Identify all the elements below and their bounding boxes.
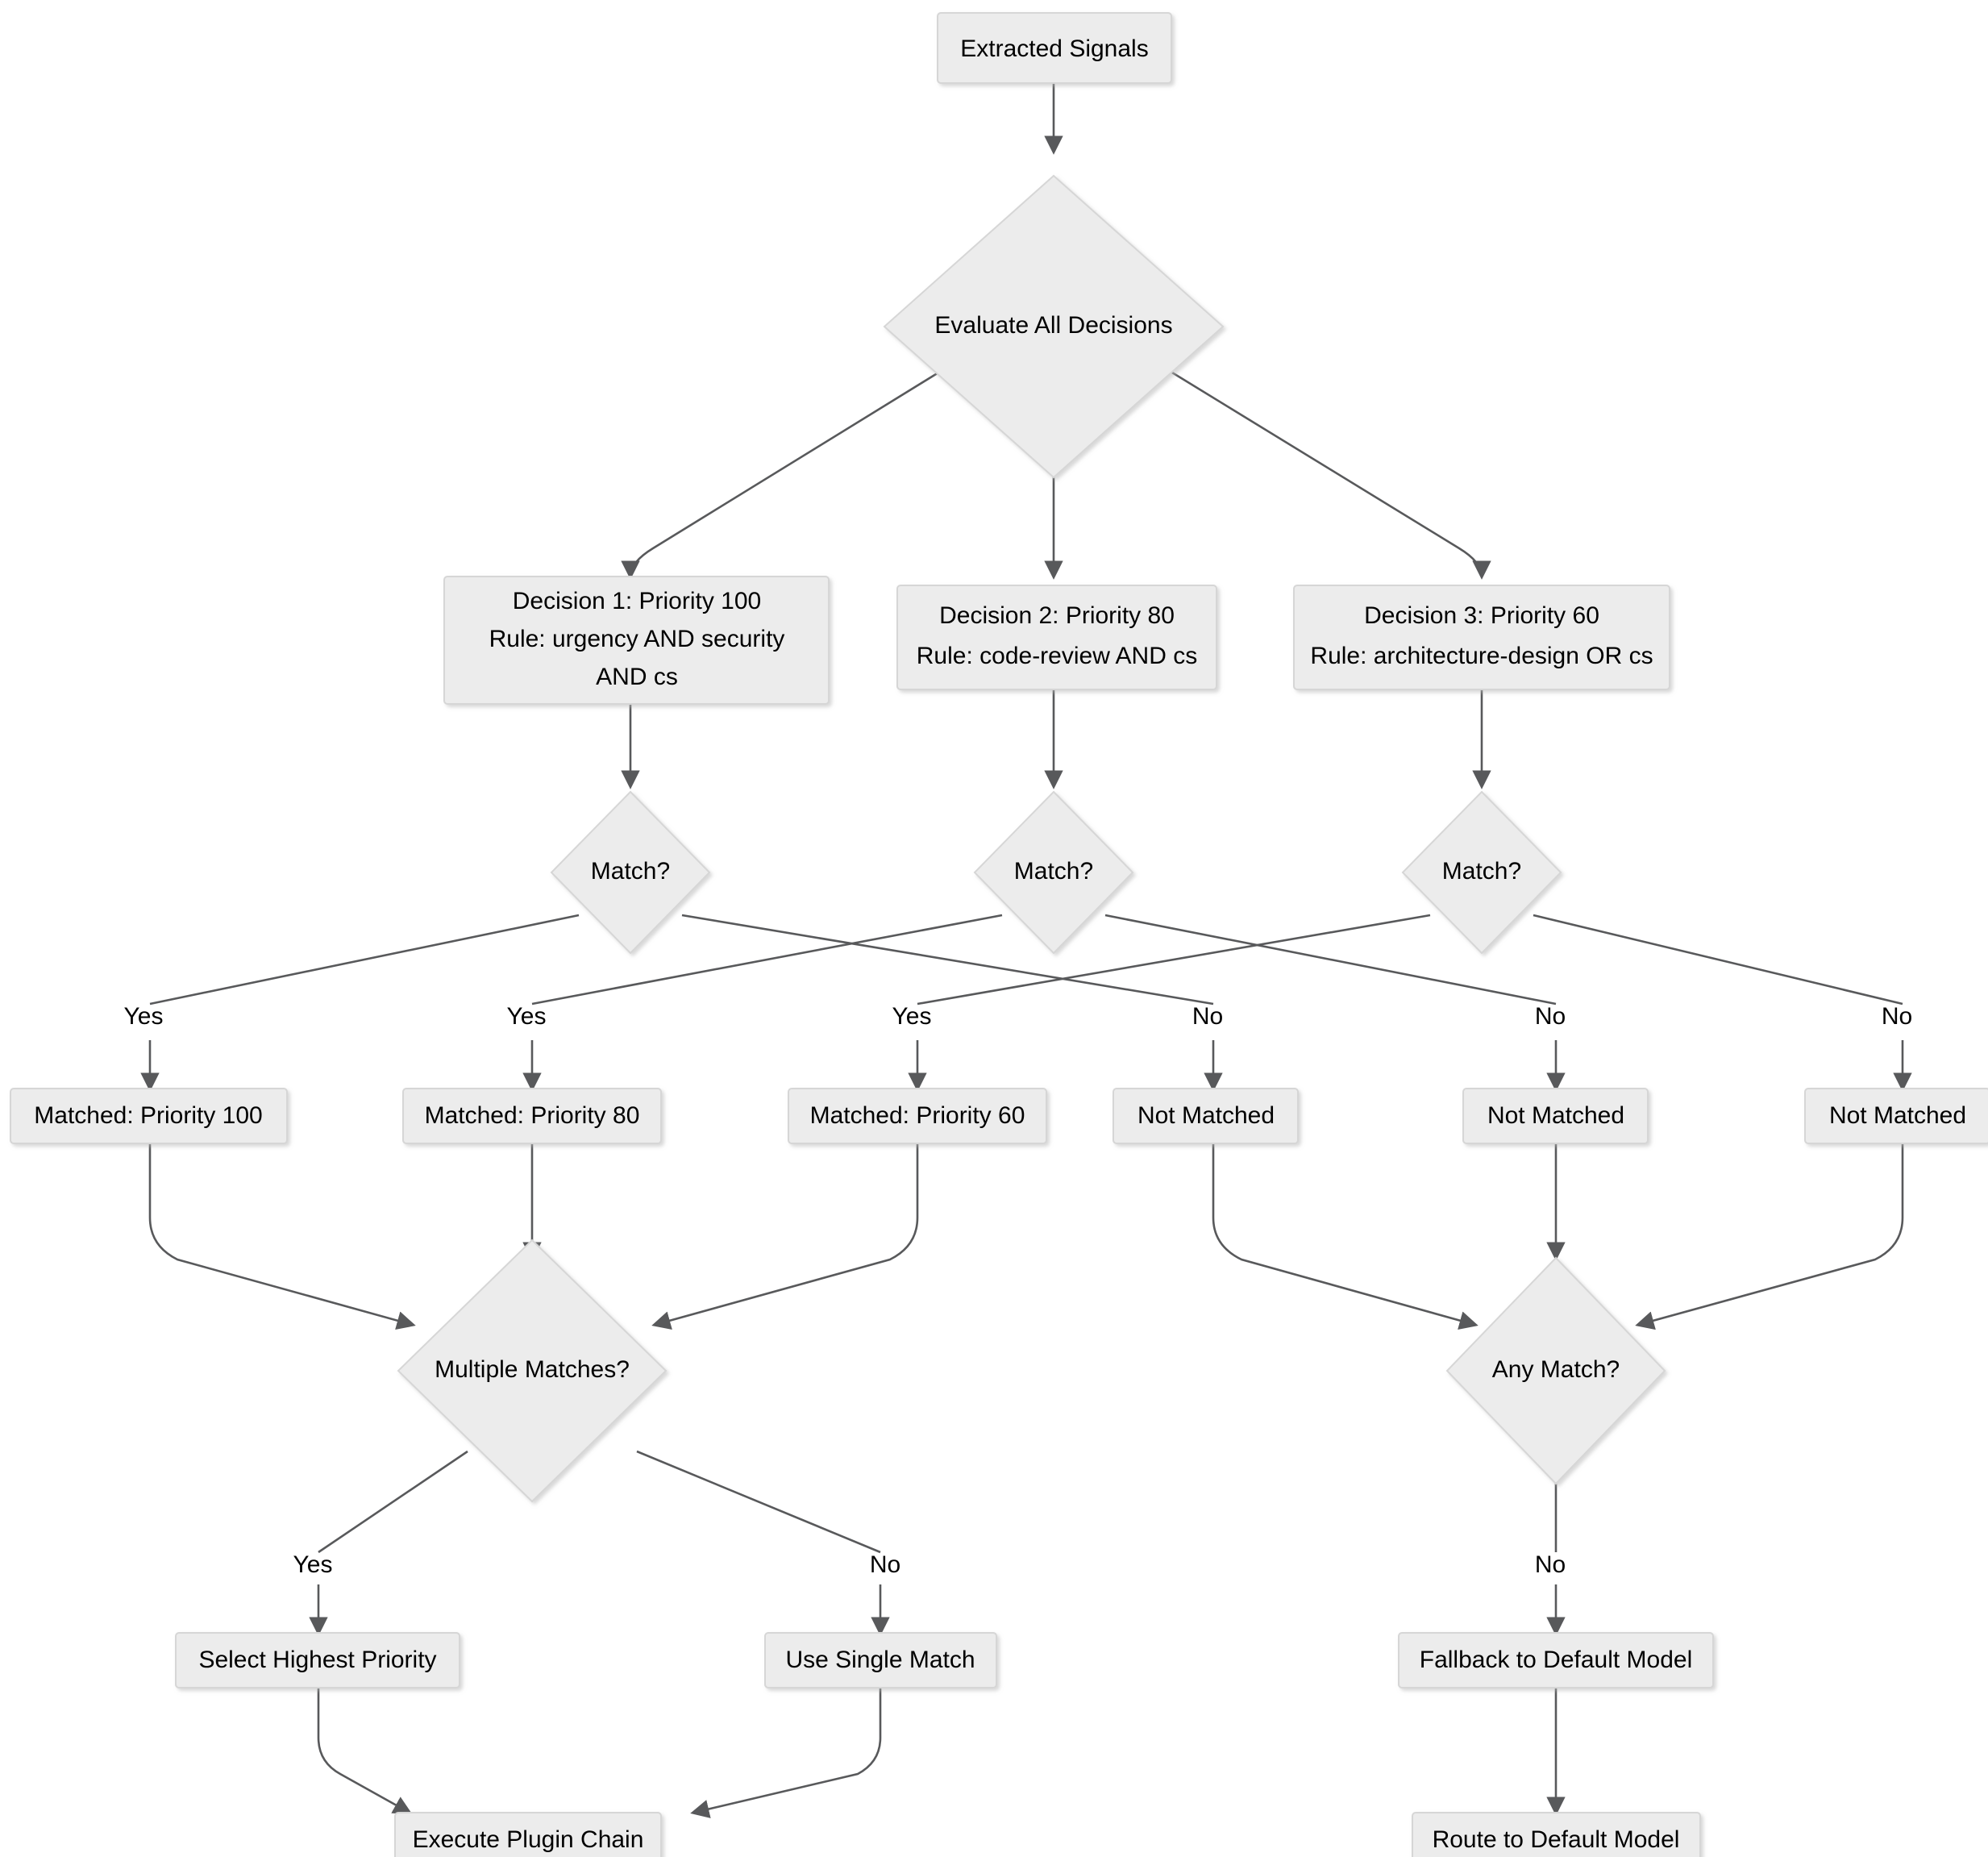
edge-label-multiple-no: No [870, 1551, 900, 1578]
edge-label-yes-3: Yes [892, 1003, 932, 1030]
edge-label-no-1: No [1192, 1003, 1223, 1030]
node-route-default-model-label: Route to Default Model [1433, 1826, 1680, 1853]
node-evaluate-all-decisions-label: Evaluate All Decisions [934, 312, 1172, 339]
edge-evaluate-to-decision3 [1142, 353, 1491, 580]
node-match-3[interactable]: Match? [1401, 790, 1562, 955]
node-any-match-shape [1445, 1256, 1666, 1485]
node-not-matched-1-label: Not Matched [1137, 1102, 1275, 1129]
node-use-single-match[interactable]: Use Single Match [764, 1632, 997, 1688]
node-decision-1[interactable]: Decision 1: Priority 100 Rule: urgency A… [443, 576, 830, 705]
node-extracted-signals-label: Extracted Signals [960, 35, 1148, 62]
edge-label-yes-1: Yes [124, 1003, 164, 1030]
node-match-2-shape [973, 790, 1134, 955]
node-fallback-default-model[interactable]: Fallback to Default Model [1398, 1632, 1714, 1688]
edge-label-multiple-yes: Yes [293, 1551, 333, 1578]
node-match-2[interactable]: Match? [973, 790, 1134, 955]
node-extracted-signals[interactable]: Extracted Signals [937, 12, 1172, 84]
node-fallback-default-model-label: Fallback to Default Model [1420, 1647, 1693, 1673]
node-use-single-match-shape [764, 1632, 997, 1688]
node-match-1-shape [550, 790, 711, 955]
node-execute-plugin-chain-label: Execute Plugin Chain [413, 1826, 644, 1853]
edge-evaluate-to-decision1 [621, 353, 968, 580]
edge-notmatched1-to-anymatch [1212, 1143, 1479, 1330]
node-decision-1-line3: AND cs [596, 664, 678, 690]
node-matched-100-shape [10, 1088, 288, 1144]
node-match-1-label: Match? [591, 858, 670, 885]
node-match-1[interactable]: Match? [550, 790, 711, 955]
node-execute-plugin-chain[interactable]: Execute Plugin Chain [394, 1812, 662, 1857]
edge-label-yes-2: Yes [507, 1003, 547, 1030]
node-matched-60-shape [788, 1088, 1047, 1144]
node-decision-3-shape [1293, 585, 1670, 690]
edge-match1-yes [149, 914, 580, 1006]
node-decision-2-line1: Decision 2: Priority 80 [939, 602, 1175, 629]
node-not-matched-2-label: Not Matched [1487, 1102, 1624, 1129]
node-multiple-matches[interactable]: Multiple Matches? [397, 1239, 668, 1503]
node-evaluate-all-decisions-shape [883, 174, 1225, 479]
edge-label-anymatch-no: No [1535, 1551, 1566, 1578]
node-evaluate-all-decisions[interactable]: Evaluate All Decisions [883, 174, 1225, 479]
edge-label-no-2: No [1535, 1003, 1566, 1030]
node-match-2-label: Match? [1014, 858, 1093, 885]
edge-selecthighest-to-execute [317, 1688, 413, 1814]
node-select-highest-priority-shape [175, 1632, 460, 1688]
node-not-matched-1-shape [1113, 1088, 1299, 1144]
node-matched-100-label: Matched: Priority 100 [34, 1102, 262, 1129]
node-multiple-matches-label: Multiple Matches? [435, 1356, 630, 1383]
node-not-matched-2[interactable]: Not Matched [1462, 1088, 1649, 1144]
node-any-match[interactable]: Any Match? [1445, 1256, 1666, 1485]
node-decision-1-line2: Rule: urgency AND security [489, 626, 785, 652]
node-decision-2-shape [896, 585, 1217, 690]
node-decision-2-line2: Rule: code-review AND cs [917, 643, 1197, 669]
edge-multiple-no [636, 1450, 881, 1554]
node-decision-3[interactable]: Decision 3: Priority 60 Rule: architectu… [1293, 585, 1670, 690]
node-match-3-shape [1401, 790, 1562, 955]
node-execute-plugin-chain-shape [394, 1812, 662, 1857]
node-fallback-default-model-shape [1398, 1632, 1714, 1688]
node-matched-100[interactable]: Matched: Priority 100 [10, 1088, 288, 1144]
node-matched-80[interactable]: Matched: Priority 80 [402, 1088, 662, 1144]
edge-match3-no [1533, 914, 1903, 1006]
edge-match2-yes [531, 914, 1003, 1006]
node-not-matched-2-shape [1462, 1088, 1649, 1144]
node-multiple-matches-shape [397, 1239, 668, 1503]
edge-notmatched3-to-anymatch [1635, 1143, 1904, 1330]
edge-matched60-to-multiple [651, 1143, 919, 1330]
node-matched-80-label: Matched: Priority 80 [425, 1102, 640, 1129]
node-matched-80-shape [402, 1088, 662, 1144]
node-not-matched-3[interactable]: Not Matched [1804, 1088, 1988, 1144]
edge-multiple-yes [318, 1450, 468, 1554]
node-matched-60-label: Matched: Priority 60 [810, 1102, 1025, 1129]
node-use-single-match-label: Use Single Match [785, 1647, 975, 1673]
node-decision-3-line2: Rule: architecture-design OR cs [1310, 643, 1653, 669]
node-select-highest-priority[interactable]: Select Highest Priority [175, 1632, 460, 1688]
node-route-default-model-shape [1412, 1812, 1701, 1857]
node-select-highest-priority-label: Select Highest Priority [198, 1647, 436, 1673]
edge-label-no-3: No [1882, 1003, 1912, 1030]
node-decision-2[interactable]: Decision 2: Priority 80 Rule: code-revie… [896, 585, 1217, 690]
edge-match2-no [1104, 914, 1557, 1006]
node-not-matched-1[interactable]: Not Matched [1113, 1088, 1299, 1144]
edge-matched100-to-multiple [148, 1143, 416, 1330]
node-matched-60[interactable]: Matched: Priority 60 [788, 1088, 1047, 1144]
edge-match3-yes [917, 914, 1431, 1006]
node-extracted-signals-shape [937, 12, 1172, 84]
node-not-matched-3-shape [1804, 1088, 1988, 1144]
node-decision-1-shape [443, 576, 830, 705]
edge-usesingle-to-execute [690, 1688, 882, 1818]
node-route-default-model[interactable]: Route to Default Model [1412, 1812, 1701, 1857]
node-match-3-label: Match? [1442, 858, 1521, 885]
node-not-matched-3-label: Not Matched [1829, 1102, 1966, 1129]
edge-match1-no [681, 914, 1214, 1006]
node-decision-3-line1: Decision 3: Priority 60 [1364, 602, 1599, 629]
node-any-match-label: Any Match? [1492, 1356, 1620, 1383]
node-decision-1-line1: Decision 1: Priority 100 [513, 588, 761, 614]
